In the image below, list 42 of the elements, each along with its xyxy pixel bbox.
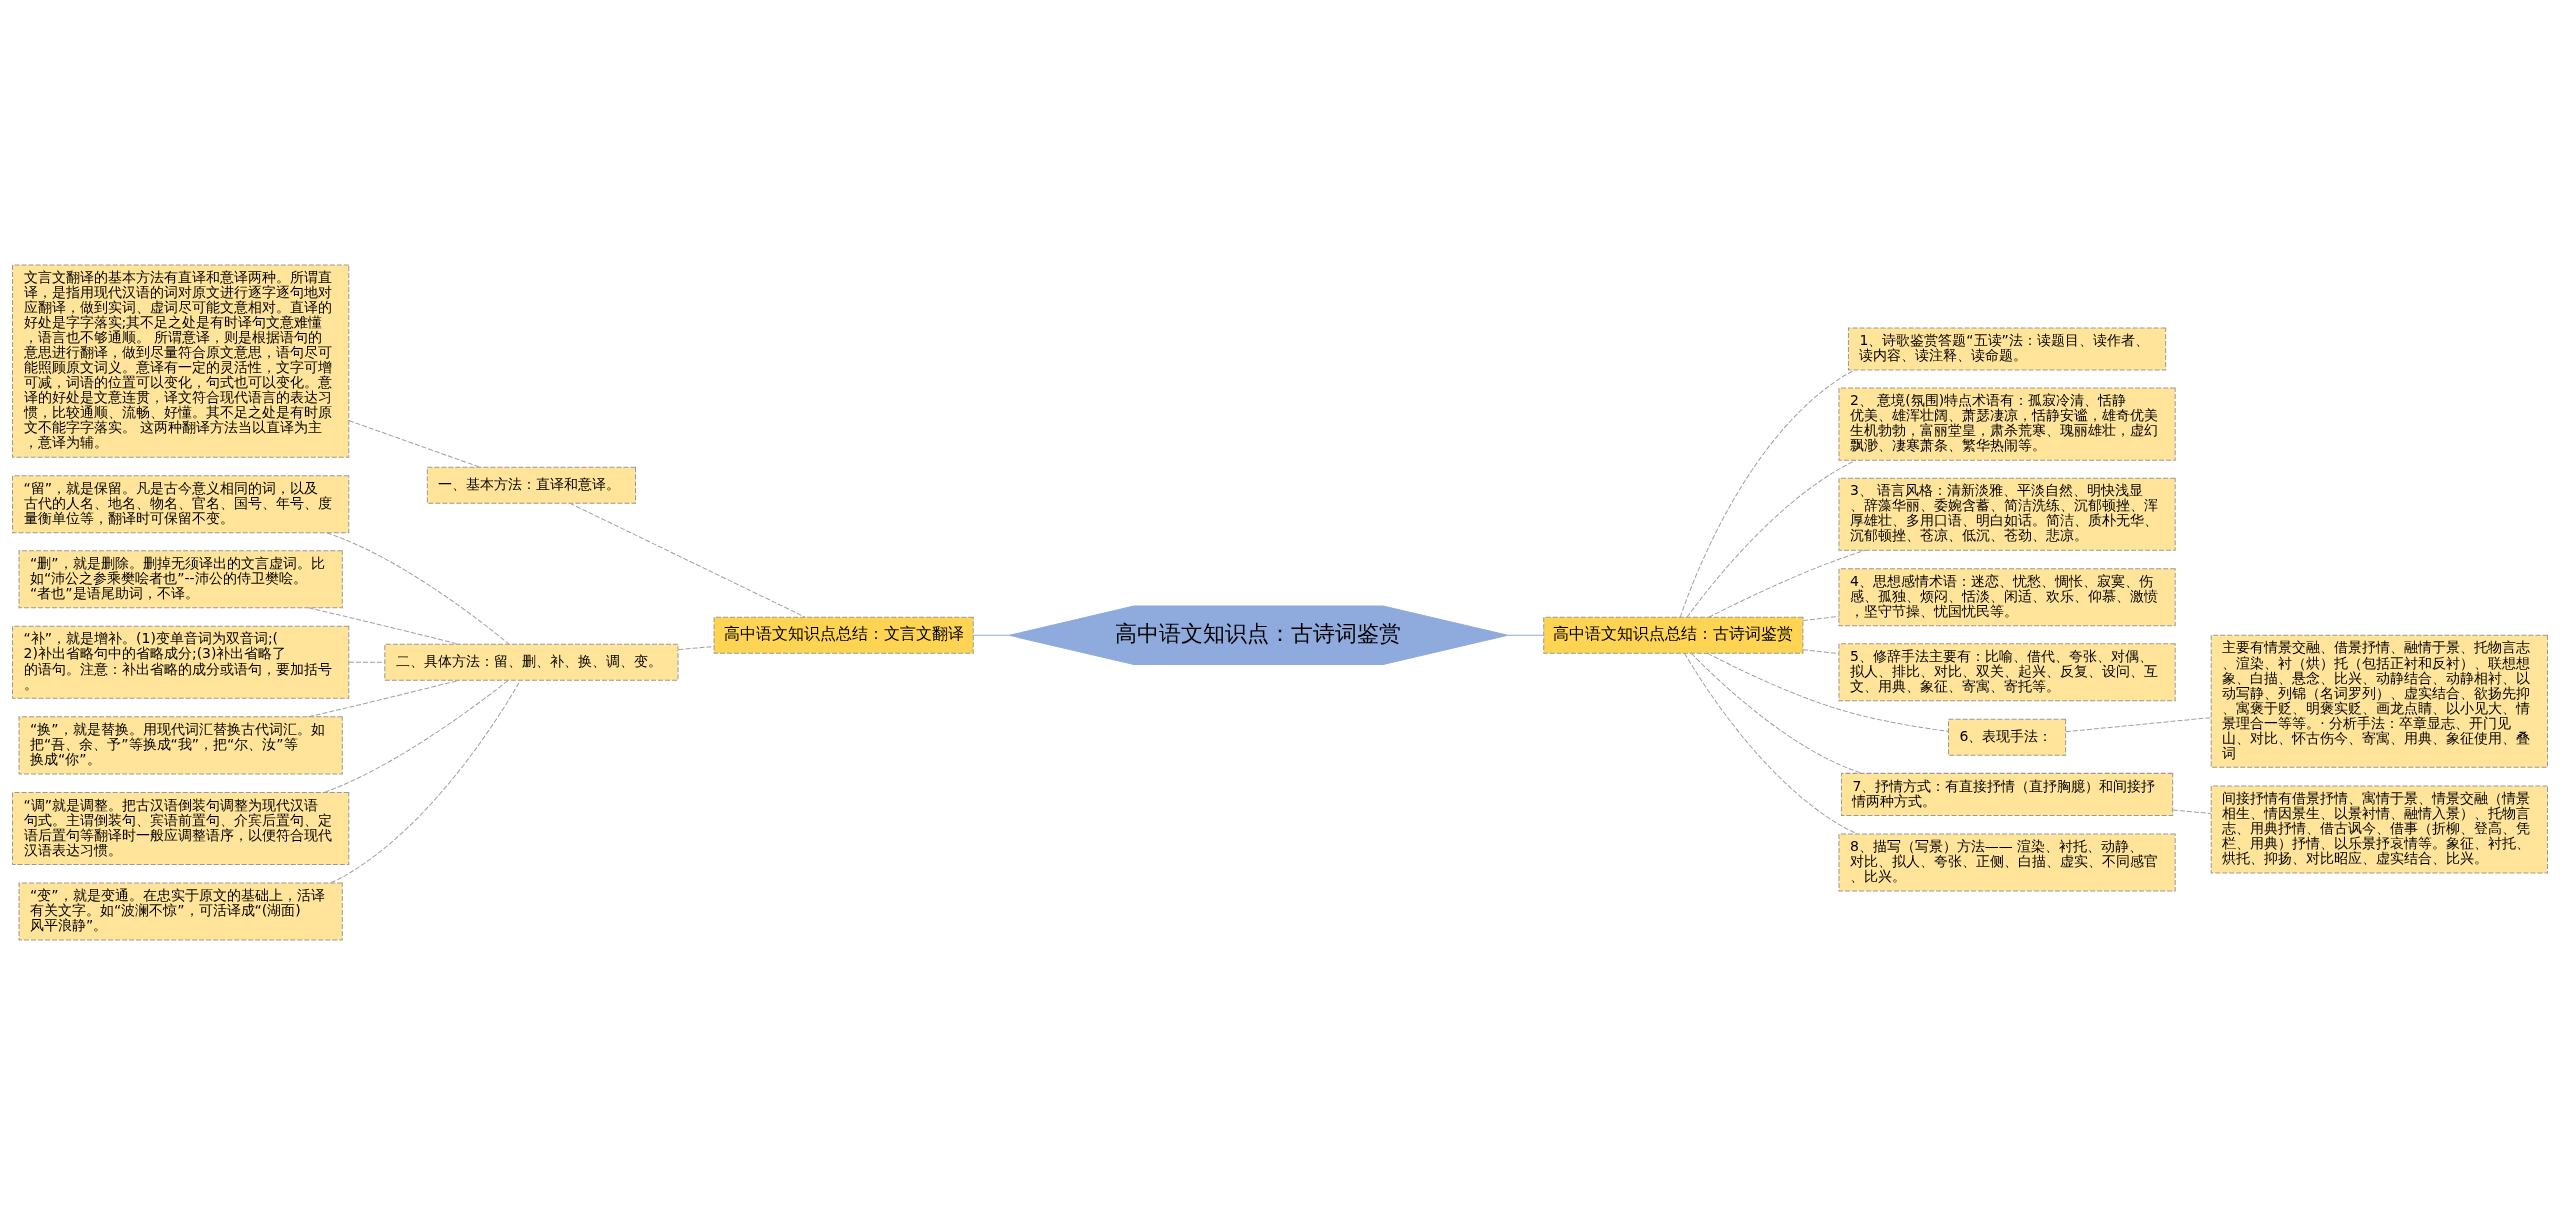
connector [1679,369,1855,618]
connector [569,502,806,618]
connector [326,532,510,645]
node-box: 7、抒情方式：有直接抒情（直抒胸臆）和间接抒情两种方式。 [1840,772,2174,816]
connector [348,661,386,663]
connector [348,420,480,468]
connector [1507,634,1545,636]
connector [324,679,509,793]
node-box: 4、思想感情术语：迷恋、忧愁、惆怅、寂寞、伤感、孤独、烦闷、恬淡、闲适、欢乐、仰慕、激愤，坚守节操、忧国忧民等。 [1838,568,2176,627]
connector [1802,615,1840,621]
connector [972,634,1010,636]
node-box: 1、诗歌鉴赏答题“五读”法：读题目、读作者、读内容、读注释、读命题。 [1847,327,2167,371]
node-box: 高中语文知识点总结：古诗词鉴赏 [1543,616,1804,654]
node-box: 6、表现手法： [1948,718,2067,756]
node-box: 一、基本方法：直译和意译。 [426,466,636,504]
node-box: 8、描写（写景）方法—— 渲染、衬托、动静、对比、拟人、夸张、正侧、白描、虚实、不同感官、比兴。 [1838,833,2176,892]
connector [1708,549,1866,618]
node-box: “换”，就是替换。用现代词汇替换古代词汇。如把“吾、余、予”等换成“我”，把“尔、汝”等换成“你”。 [18,716,343,775]
connector [1802,649,1840,655]
connector [677,646,715,651]
node-box: 3、 语言风格：清新淡雅、平淡自然、明快浅显、辞藻华丽、委婉含蓄、简洁洗练、沉郁顿挫、浑厚雄壮、多用口语、明白如话。简洁、质朴无华、沉郁顿挫、苍凉、低沉、苍劲、悲凉。 [1838,477,2176,551]
connector [308,607,460,645]
node-box: 间接抒情有借景抒情、寓情于景、情景交融（情景相生、情因景生、以景衬情、融情入景）、托物言志、用典抒情、借古讽今、借事（折柳、登高、凭栏、用典）抒情、以乐景抒哀情等。象征、衬托、烘托、抑扬、对比昭应、虚实结合、比兴。 [2210,785,2548,874]
node-box: 高中语文知识点总结：文言文翻译 [713,616,974,654]
connector [1691,653,1863,774]
connector [2065,717,2212,733]
node-box: 文言文翻译的基本方法有直译和意译两种。所谓直译，是指用现代汉语的词对原文进行逐字逐句地对应翻译，做到实词、虚词尽可能文意相对。直译的好处是字字落实;其不足之处是有时译句文意难懂，语言也不够通顺。 所谓意译，则是根据语句的意思进行翻译，做到尽量符合原文意思，语句尽可能照顾原文词义。意译有一定的灵活性，文字可增可减，词语的位置可以变化，句式也可以变化。意译的好处是文意连贯，译文符合现代语言的表达习惯，比较通顺、流畅、好懂。其不足之处是有时原文不能字字落实。 这两种翻译方法当以直译为主，意译为辅。 [12,264,350,458]
connector [330,679,521,884]
connector [1707,652,1949,732]
connector [1684,653,1858,835]
connector [308,679,460,718]
connector [1686,459,1857,618]
node-box: “变”，就是变通。在忠实于原文的基础上，活译有关文字。如“波澜不惊”，可活译成“(湖面)风平浪静”。 [18,882,343,941]
node-box: “调”就是调整。把古汉语倒装句调整为现代汉语句式。主谓倒装句、宾语前置句、介宾后置句、定语后置句等翻译时一般应调整语序，以便符合现代汉语表达习惯。 [12,791,350,865]
node-box: “留”，就是保留。凡是古今意义相同的词，以及古代的人名、地名、物名、官名、国号、年号、度量衡单位等，翻译时可保留不变。 [12,475,350,534]
node-box: 主要有情景交融、借景抒情、融情于景、托物言志、渲染、衬（烘）托（包括正衬和反衬）、联想想象、白描、悬念、比兴、动静结合、动静相衬、以动写静、列锦（名词罗列）、虚实结合、欲扬先抑、寓褒于贬、明褒实贬、画龙点睛、以小见大、情景理合一等等。· 分析手法：卒章显志、开门见山、对比、怀古伤今、寄寓、用典、象征使用、叠词 [2210,634,2548,768]
connector [2172,809,2212,815]
node-box: “删”，就是删除。删掉无须译出的文言虚词。比如“沛公之参乘樊哙者也”--沛公的侍卫樊哙。“者也”是语尾助词，不译。 [18,550,343,609]
node-box: 2、 意境(氛围)特点术语有：孤寂冷清、恬静优美、雄浑壮阔、萧瑟凄凉，恬静安谧，雄奇优美生机勃勃，富丽堂皇，肃杀荒寒、瑰丽雄壮，虚幻飘渺、凄寒萧条、繁华热闹等。 [1838,387,2176,461]
node-box: 二、具体方法：留、删、补、换、调、变。 [384,643,679,681]
node-box: “补”，就是增补。(1)变单音词为双音词;(2)补出省略句中的省略成分;(3)补出省略了的语句。注意：补出省略的成分或语句，要加括号。 [12,625,350,699]
node-box: 5、修辞手法主要有：比喻、借代、夸张、对偶、拟人、排比、对比、双关、起兴、反复、设问、互文、用典、象征、寄寓、寄托等。 [1838,643,2176,702]
